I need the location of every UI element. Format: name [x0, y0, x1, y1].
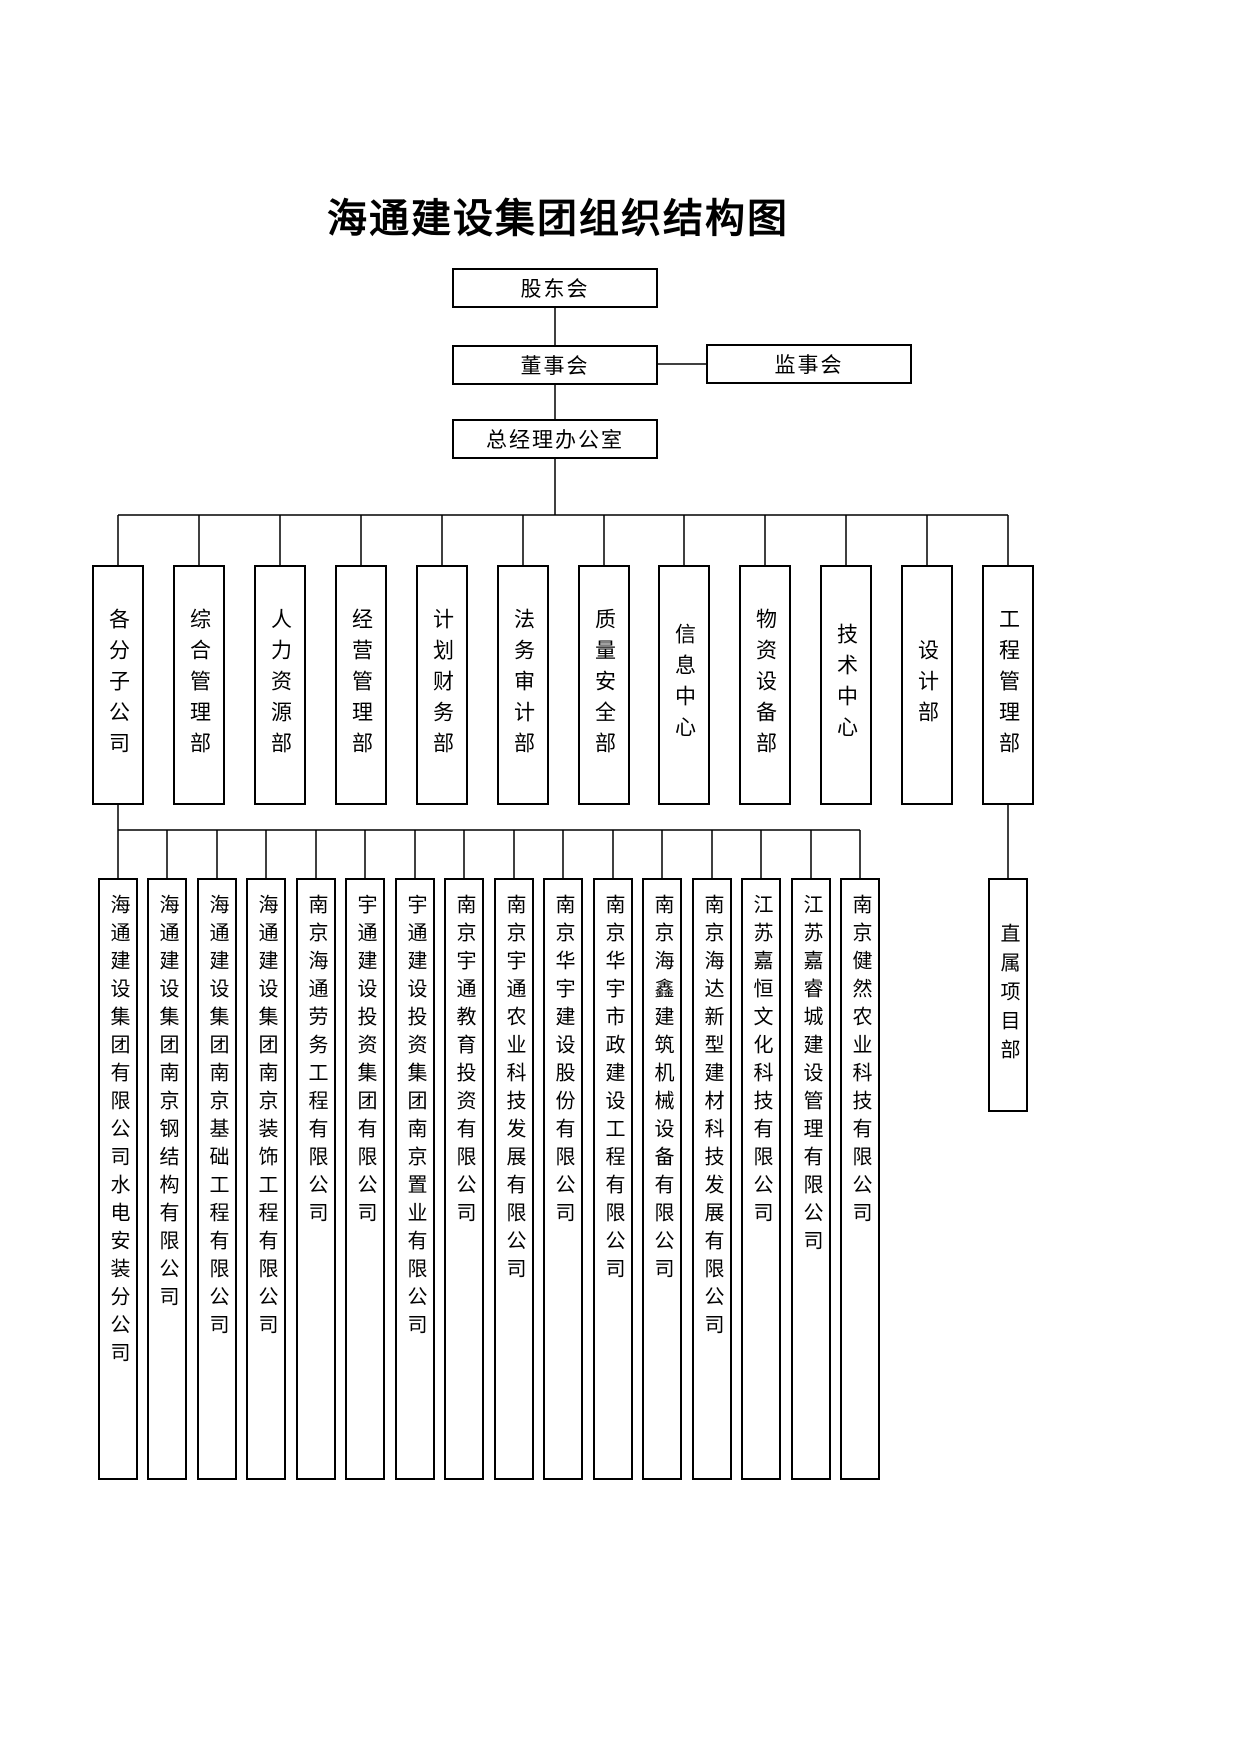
subsidiary-node: 江苏嘉睿城建设管理有限公司	[791, 878, 831, 1480]
subsidiary-label: 南京海鑫建筑机械设备有限公司	[651, 894, 673, 1286]
subsidiary-node: 南京海鑫建筑机械设备有限公司	[642, 878, 682, 1480]
department-node: 质量安全部	[578, 565, 630, 805]
subsidiary-node: 南京华宇市政建设工程有限公司	[593, 878, 633, 1480]
subsidiary-node: 海通建设集团南京钢结构有限公司	[147, 878, 187, 1480]
subsidiary-label: 海通建设集团有限公司水电安装分公司	[107, 894, 129, 1370]
subsidiary-label: 海通建设集团南京基础工程有限公司	[206, 894, 228, 1342]
department-label: 人力资源部	[268, 607, 292, 763]
node-direct-project-label: 直属项目部	[997, 922, 1019, 1068]
subsidiary-node: 海通建设集团南京装饰工程有限公司	[246, 878, 286, 1480]
department-label: 经营管理部	[349, 607, 373, 763]
node-gm-office-label: 总经理办公室	[486, 429, 624, 452]
subsidiary-label: 南京宇通农业科技发展有限公司	[503, 894, 525, 1286]
node-shareholders: 股东会	[452, 268, 658, 308]
department-label: 质量安全部	[592, 607, 616, 763]
subsidiary-label: 宇通建设投资集团南京置业有限公司	[404, 894, 426, 1342]
subsidiary-label: 南京宇通教育投资有限公司	[453, 894, 475, 1230]
department-node: 设计部	[901, 565, 953, 805]
subsidiary-node: 南京宇通教育投资有限公司	[444, 878, 484, 1480]
subsidiary-label: 江苏嘉恒文化科技有限公司	[750, 894, 772, 1230]
node-board-label: 董事会	[520, 355, 590, 378]
chart-title: 海通建设集团组织结构图	[327, 196, 789, 241]
department-node: 经营管理部	[335, 565, 387, 805]
subsidiary-node: 宇通建设投资集团南京置业有限公司	[395, 878, 435, 1480]
node-supervisory: 监事会	[706, 344, 912, 384]
department-label: 物资设备部	[753, 607, 777, 763]
department-label: 法务审计部	[511, 607, 535, 763]
node-board: 董事会	[452, 345, 658, 385]
subsidiary-label: 南京海达新型建材科技发展有限公司	[701, 894, 723, 1342]
subsidiary-label: 宇通建设投资集团有限公司	[354, 894, 376, 1230]
subsidiary-node: 南京海通劳务工程有限公司	[296, 878, 336, 1480]
subsidiary-label: 海通建设集团南京装饰工程有限公司	[255, 894, 277, 1342]
node-gm-office: 总经理办公室	[452, 419, 658, 459]
department-node: 法务审计部	[497, 565, 549, 805]
department-node: 人力资源部	[254, 565, 306, 805]
subsidiary-label: 南京健然农业科技有限公司	[849, 894, 871, 1230]
department-node: 综合管理部	[173, 565, 225, 805]
subsidiary-node: 海通建设集团有限公司水电安装分公司	[98, 878, 138, 1480]
department-node: 各分子公司	[92, 565, 144, 805]
department-node: 物资设备部	[739, 565, 791, 805]
subsidiary-label: 南京海通劳务工程有限公司	[305, 894, 327, 1230]
department-label: 各分子公司	[106, 607, 130, 763]
node-shareholders-label: 股东会	[520, 278, 590, 301]
department-label: 信息中心	[672, 623, 696, 747]
subsidiary-label: 南京华宇建设股份有限公司	[552, 894, 574, 1230]
node-supervisory-label: 监事会	[774, 354, 844, 377]
department-node: 工程管理部	[982, 565, 1034, 805]
department-node: 信息中心	[658, 565, 710, 805]
department-label: 工程管理部	[996, 607, 1020, 763]
subsidiary-label: 江苏嘉睿城建设管理有限公司	[800, 894, 822, 1258]
department-node: 计划财务部	[416, 565, 468, 805]
subsidiary-node: 南京海达新型建材科技发展有限公司	[692, 878, 732, 1480]
department-label: 计划财务部	[430, 607, 454, 763]
subsidiary-node: 南京健然农业科技有限公司	[840, 878, 880, 1480]
subsidiary-label: 海通建设集团南京钢结构有限公司	[156, 894, 178, 1314]
department-label: 综合管理部	[187, 607, 211, 763]
department-node: 技术中心	[820, 565, 872, 805]
subsidiary-node: 南京华宇建设股份有限公司	[543, 878, 583, 1480]
subsidiary-node: 宇通建设投资集团有限公司	[345, 878, 385, 1480]
node-direct-project: 直属项目部	[988, 878, 1028, 1112]
subsidiary-label: 南京华宇市政建设工程有限公司	[602, 894, 624, 1286]
subsidiary-node: 海通建设集团南京基础工程有限公司	[197, 878, 237, 1480]
subsidiary-node: 南京宇通农业科技发展有限公司	[494, 878, 534, 1480]
department-label: 技术中心	[834, 623, 858, 747]
subsidiary-node: 江苏嘉恒文化科技有限公司	[741, 878, 781, 1480]
department-label: 设计部	[915, 638, 939, 732]
